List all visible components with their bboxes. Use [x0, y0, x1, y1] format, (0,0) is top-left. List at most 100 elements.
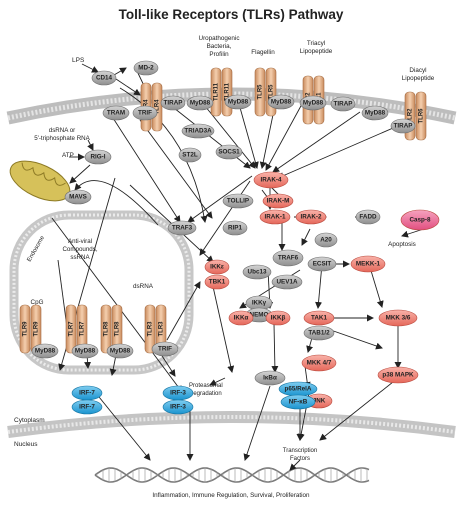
triacyl-label-1: Triacyl: [307, 40, 325, 47]
node-tbk1: TBK1: [204, 274, 230, 290]
svg-text:MKK 4/7: MKK 4/7: [307, 360, 332, 367]
node-md2: MD-2: [133, 60, 159, 76]
signal-arrow: [315, 263, 323, 309]
node-p38: p38 MAPK: [377, 366, 419, 384]
node-myd88-8: MyD88: [106, 343, 134, 359]
receptor-tlr9b: TLR9: [30, 304, 42, 354]
svg-text:TLR8: TLR8: [115, 321, 121, 337]
svg-text:TRAM: TRAM: [107, 110, 125, 117]
node-tollip: TOLLIP: [222, 193, 254, 209]
dsrna-out-label-2: 5'-triphosphate RNA: [34, 135, 90, 142]
svg-text:TBK1: TBK1: [209, 279, 226, 286]
node-socs1: SOCS1: [215, 144, 243, 160]
signal-arrow: [173, 107, 251, 169]
node-cd14: CD14: [91, 70, 117, 86]
svg-text:IκBα: IκBα: [263, 375, 277, 382]
svg-text:CD14: CD14: [96, 75, 113, 82]
signal-arrow: [301, 228, 311, 246]
node-tak1: TAK1: [303, 310, 335, 326]
node-myd88-5: MyD88: [361, 105, 389, 121]
svg-text:TRAF3: TRAF3: [172, 225, 193, 232]
svg-text:TLR4: TLR4: [155, 99, 161, 115]
signal-arrow: [277, 124, 401, 179]
signal-arrow: [115, 78, 141, 96]
node-traf6: TRAF6: [272, 249, 304, 267]
receptor-tlr11b: TLR11: [221, 67, 233, 117]
node-trif-top: TRIF: [132, 105, 158, 121]
svg-text:ECSIT: ECSIT: [313, 261, 332, 268]
node-irf3a: IRF-3: [162, 385, 194, 401]
flagellin-label: Flagellin: [251, 49, 275, 56]
signal-arrow: [238, 103, 259, 169]
svg-text:TLR6: TLR6: [419, 108, 425, 124]
node-nfkb: NF-κB: [280, 394, 316, 410]
signal-arrow: [94, 391, 151, 461]
svg-text:TRIAD3A: TRIAD3A: [184, 128, 212, 135]
svg-text:RIG-I: RIG-I: [90, 154, 105, 161]
svg-text:TLR2: TLR2: [408, 108, 414, 124]
svg-text:IRF-3: IRF-3: [170, 390, 186, 397]
signal-arrow: [243, 385, 271, 461]
svg-text:Casp-8: Casp-8: [410, 217, 431, 224]
svg-text:TIRAP: TIRAP: [334, 101, 353, 108]
receptor-tlr6: TLR6: [415, 91, 427, 141]
svg-text:IRF-3: IRF-3: [170, 404, 186, 411]
node-mavs: MAVS: [64, 189, 92, 205]
signal-arrow: [69, 164, 91, 184]
signal-arrow: [209, 377, 226, 386]
receptor-tlr4b: TLR4: [151, 82, 163, 132]
svg-text:MyD88: MyD88: [271, 99, 292, 106]
endosome: Endosome: [9, 210, 194, 375]
node-tirap1: TIRAP: [160, 95, 186, 111]
signal-arrow: [289, 459, 301, 471]
svg-text:FADD: FADD: [359, 214, 377, 221]
node-myd88-3: MyD88: [267, 94, 295, 110]
svg-text:MD-2: MD-2: [138, 65, 154, 72]
lps-label: LPS: [72, 57, 85, 64]
svg-text:IKKγ: IKKγ: [252, 300, 267, 307]
signal-arrow: [74, 180, 159, 226]
signal-arrow: [119, 87, 208, 223]
svg-text:TAB1/2: TAB1/2: [308, 330, 330, 337]
nuclear-membrane: [7, 411, 456, 438]
svg-text:IKKα: IKKα: [234, 315, 249, 322]
svg-text:TLR3: TLR3: [148, 321, 154, 337]
svg-text:IRF-7: IRF-7: [79, 390, 95, 397]
svg-text:p38 MAPK: p38 MAPK: [382, 372, 414, 379]
cpg-label: CpG: [31, 299, 44, 306]
receptor-tlr7a: TLR7: [65, 304, 77, 354]
node-tram: TRAM: [102, 105, 130, 121]
node-ecsit: ECSIT: [307, 256, 337, 272]
svg-text:MyD88: MyD88: [110, 348, 131, 355]
svg-text:TAK1: TAK1: [311, 315, 327, 322]
mitochondrion: [9, 160, 71, 202]
svg-text:MyD88: MyD88: [190, 100, 211, 107]
svg-text:RIP1: RIP1: [228, 225, 242, 232]
diacyl-label-1: Diacyl: [409, 67, 426, 74]
node-p65: p65/RelA: [278, 381, 318, 397]
svg-text:A20: A20: [320, 237, 332, 244]
node-a20: A20: [314, 232, 338, 248]
svg-text:IRAK-2: IRAK-2: [301, 214, 322, 221]
antiviral-label-3: ssRNA: [70, 254, 90, 261]
svg-text:TLR7: TLR7: [80, 321, 86, 337]
tf-label-1: Transcription: [283, 448, 317, 454]
node-ikkb: IKKβ: [265, 310, 291, 326]
node-fadd: FADD: [355, 209, 381, 225]
node-tirap2: TIRAP: [330, 96, 356, 112]
atp-label: ATP: [62, 152, 74, 159]
svg-text:TLR11: TLR11: [214, 82, 220, 101]
node-ubc13: Ubc13: [242, 264, 272, 280]
svg-text:IRAK-M: IRAK-M: [267, 198, 290, 205]
signal-arrow: [271, 323, 279, 373]
node-irak1: IRAK-1: [259, 209, 291, 225]
endosome-label: Endosome: [27, 235, 47, 263]
svg-text:UEV1A: UEV1A: [277, 279, 298, 286]
receptor-tlr5a: TLR5: [254, 67, 266, 117]
signal-arrow: [87, 139, 94, 151]
signal-arrow: [272, 111, 361, 173]
svg-text:MyD88: MyD88: [228, 99, 249, 106]
svg-text:MEKK-1: MEKK-1: [356, 261, 381, 268]
tf-label-2: Factors: [290, 456, 310, 462]
